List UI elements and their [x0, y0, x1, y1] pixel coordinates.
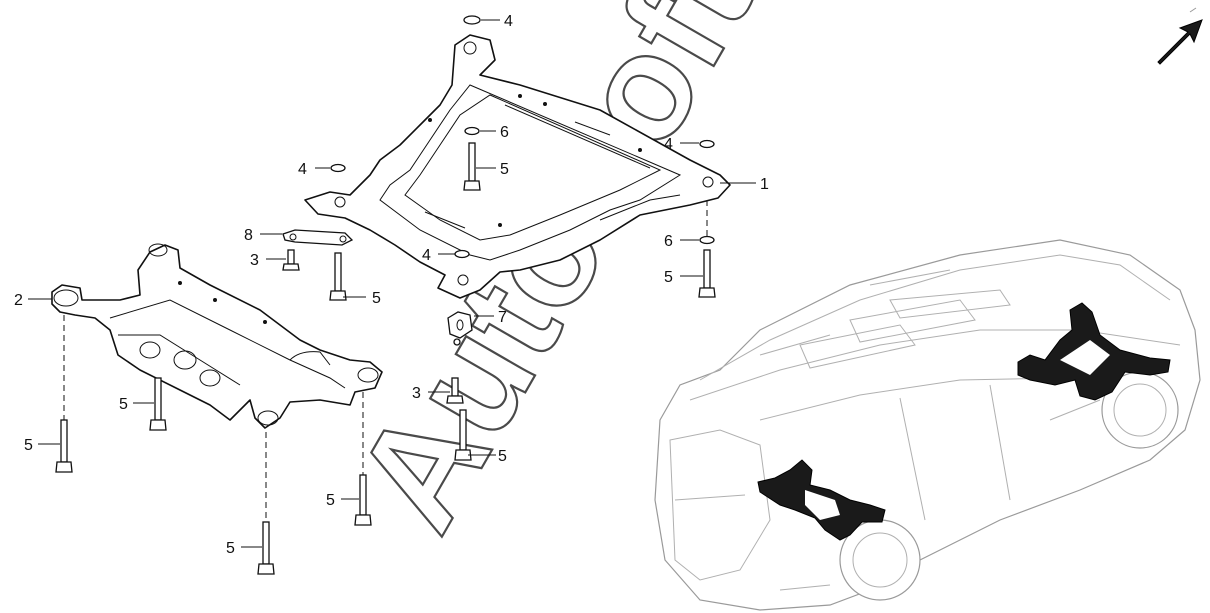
callout-1: 1 [760, 176, 769, 193]
bolt-5-b [329, 252, 347, 301]
bolts [55, 142, 716, 575]
callout-labels: 4 6 5 4 4 1 8 3 5 4 6 5 2 7 3 5 5 5 5 5 [14, 13, 769, 557]
bracket-7 [447, 311, 473, 339]
bolt-5-e [149, 377, 167, 431]
callout-5: 5 [372, 290, 381, 307]
nut-4-right [699, 139, 715, 149]
small-hardware [282, 15, 715, 346]
bolt-5-f [55, 419, 73, 473]
callout-5: 5 [498, 448, 507, 465]
vehicle-front-subframe-highlight [757, 459, 886, 541]
callout-5: 5 [326, 492, 335, 509]
vehicle-outline [654, 239, 1201, 611]
callout-8: 8 [244, 227, 253, 244]
washer-6-a [464, 126, 480, 136]
bolt-5-g [354, 474, 372, 526]
bolt-5-d [454, 409, 472, 461]
callout-2: 2 [14, 292, 23, 309]
callout-4: 4 [422, 247, 431, 264]
callout-4: 4 [504, 13, 513, 30]
callout-5: 5 [24, 437, 33, 454]
nut-4-top [463, 15, 481, 25]
callout-3: 3 [250, 252, 259, 269]
vehicle-rear-subframe-highlight [1017, 302, 1171, 401]
leader-lines [28, 19, 756, 548]
bolt-5-h [257, 521, 275, 575]
bracket-8 [282, 229, 354, 246]
bolt-5-a [463, 142, 481, 191]
callout-5: 5 [500, 161, 509, 178]
front-crossmember-part-1 [304, 34, 731, 299]
nut-4-bottom [454, 249, 470, 259]
callout-5: 5 [664, 269, 673, 286]
bolt-5-c [698, 249, 716, 298]
washer-6-b [699, 235, 715, 245]
callout-4: 4 [298, 161, 307, 178]
callout-6: 6 [500, 124, 509, 141]
rear-subframe-part-2 [51, 243, 383, 429]
bolt-3-b [446, 377, 464, 404]
alignment-lines [63, 200, 708, 522]
callout-4: 4 [664, 136, 673, 153]
callout-7: 7 [498, 309, 507, 326]
bolt-3-a [282, 249, 300, 271]
callout-5: 5 [226, 540, 235, 557]
callout-5: 5 [119, 396, 128, 413]
callout-6: 6 [664, 233, 673, 250]
front-direction-arrow-icon [1157, 7, 1203, 65]
callout-3: 3 [412, 385, 421, 402]
nut-4-left [330, 163, 346, 173]
